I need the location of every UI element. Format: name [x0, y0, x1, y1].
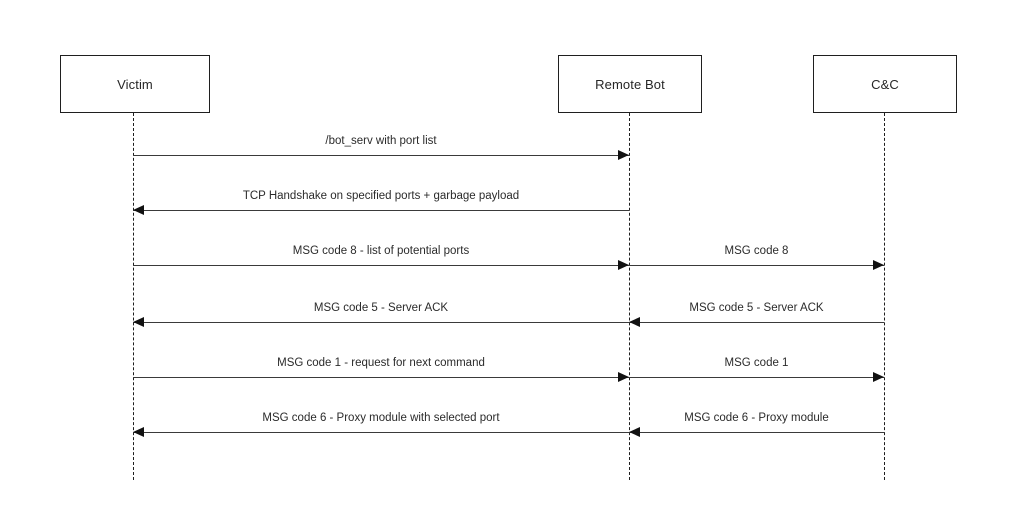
arrowhead-right-icon	[873, 260, 884, 270]
message-line	[133, 377, 629, 378]
message-label: MSG code 5 - Server ACK	[689, 302, 824, 315]
arrowhead-left-icon	[629, 427, 640, 437]
lifeline-cnc	[884, 113, 885, 480]
participant-label-remote_bot: Remote Bot	[595, 76, 665, 92]
arrowhead-right-icon	[618, 260, 629, 270]
lifeline-victim	[133, 113, 134, 480]
participant-box-cnc[interactable]: C&C	[813, 55, 957, 113]
message-label: MSG code 8	[724, 245, 789, 258]
arrowhead-left-icon	[133, 427, 144, 437]
participant-box-victim[interactable]: Victim	[60, 55, 210, 113]
arrowhead-right-icon	[618, 150, 629, 160]
message-label: TCP Handshake on specified ports + garba…	[242, 190, 520, 203]
participant-label-cnc: C&C	[871, 76, 899, 92]
lifeline-remote_bot	[629, 113, 630, 480]
message-line	[133, 210, 629, 211]
message-line	[133, 432, 629, 433]
arrowhead-left-icon	[629, 317, 640, 327]
message-label: MSG code 6 - Proxy module	[684, 412, 829, 425]
message-line	[629, 322, 884, 323]
arrowhead-left-icon	[133, 205, 144, 215]
message-label: MSG code 1	[724, 357, 789, 370]
participant-label-victim: Victim	[117, 76, 153, 92]
participant-box-remote_bot[interactable]: Remote Bot	[558, 55, 702, 113]
message-line	[133, 322, 629, 323]
message-line	[629, 377, 884, 378]
message-line	[133, 155, 629, 156]
arrowhead-right-icon	[618, 372, 629, 382]
message-label: MSG code 6 - Proxy module with selected …	[262, 412, 500, 425]
message-label: MSG code 8 - list of potential ports	[292, 245, 470, 258]
message-label: MSG code 1 - request for next command	[277, 357, 485, 370]
message-line	[629, 265, 884, 266]
arrowhead-right-icon	[873, 372, 884, 382]
message-line	[133, 265, 629, 266]
message-line	[629, 432, 884, 433]
arrowhead-left-icon	[133, 317, 144, 327]
message-label: MSG code 5 - Server ACK	[313, 302, 449, 315]
message-label: /bot_serv with port list	[325, 135, 437, 148]
